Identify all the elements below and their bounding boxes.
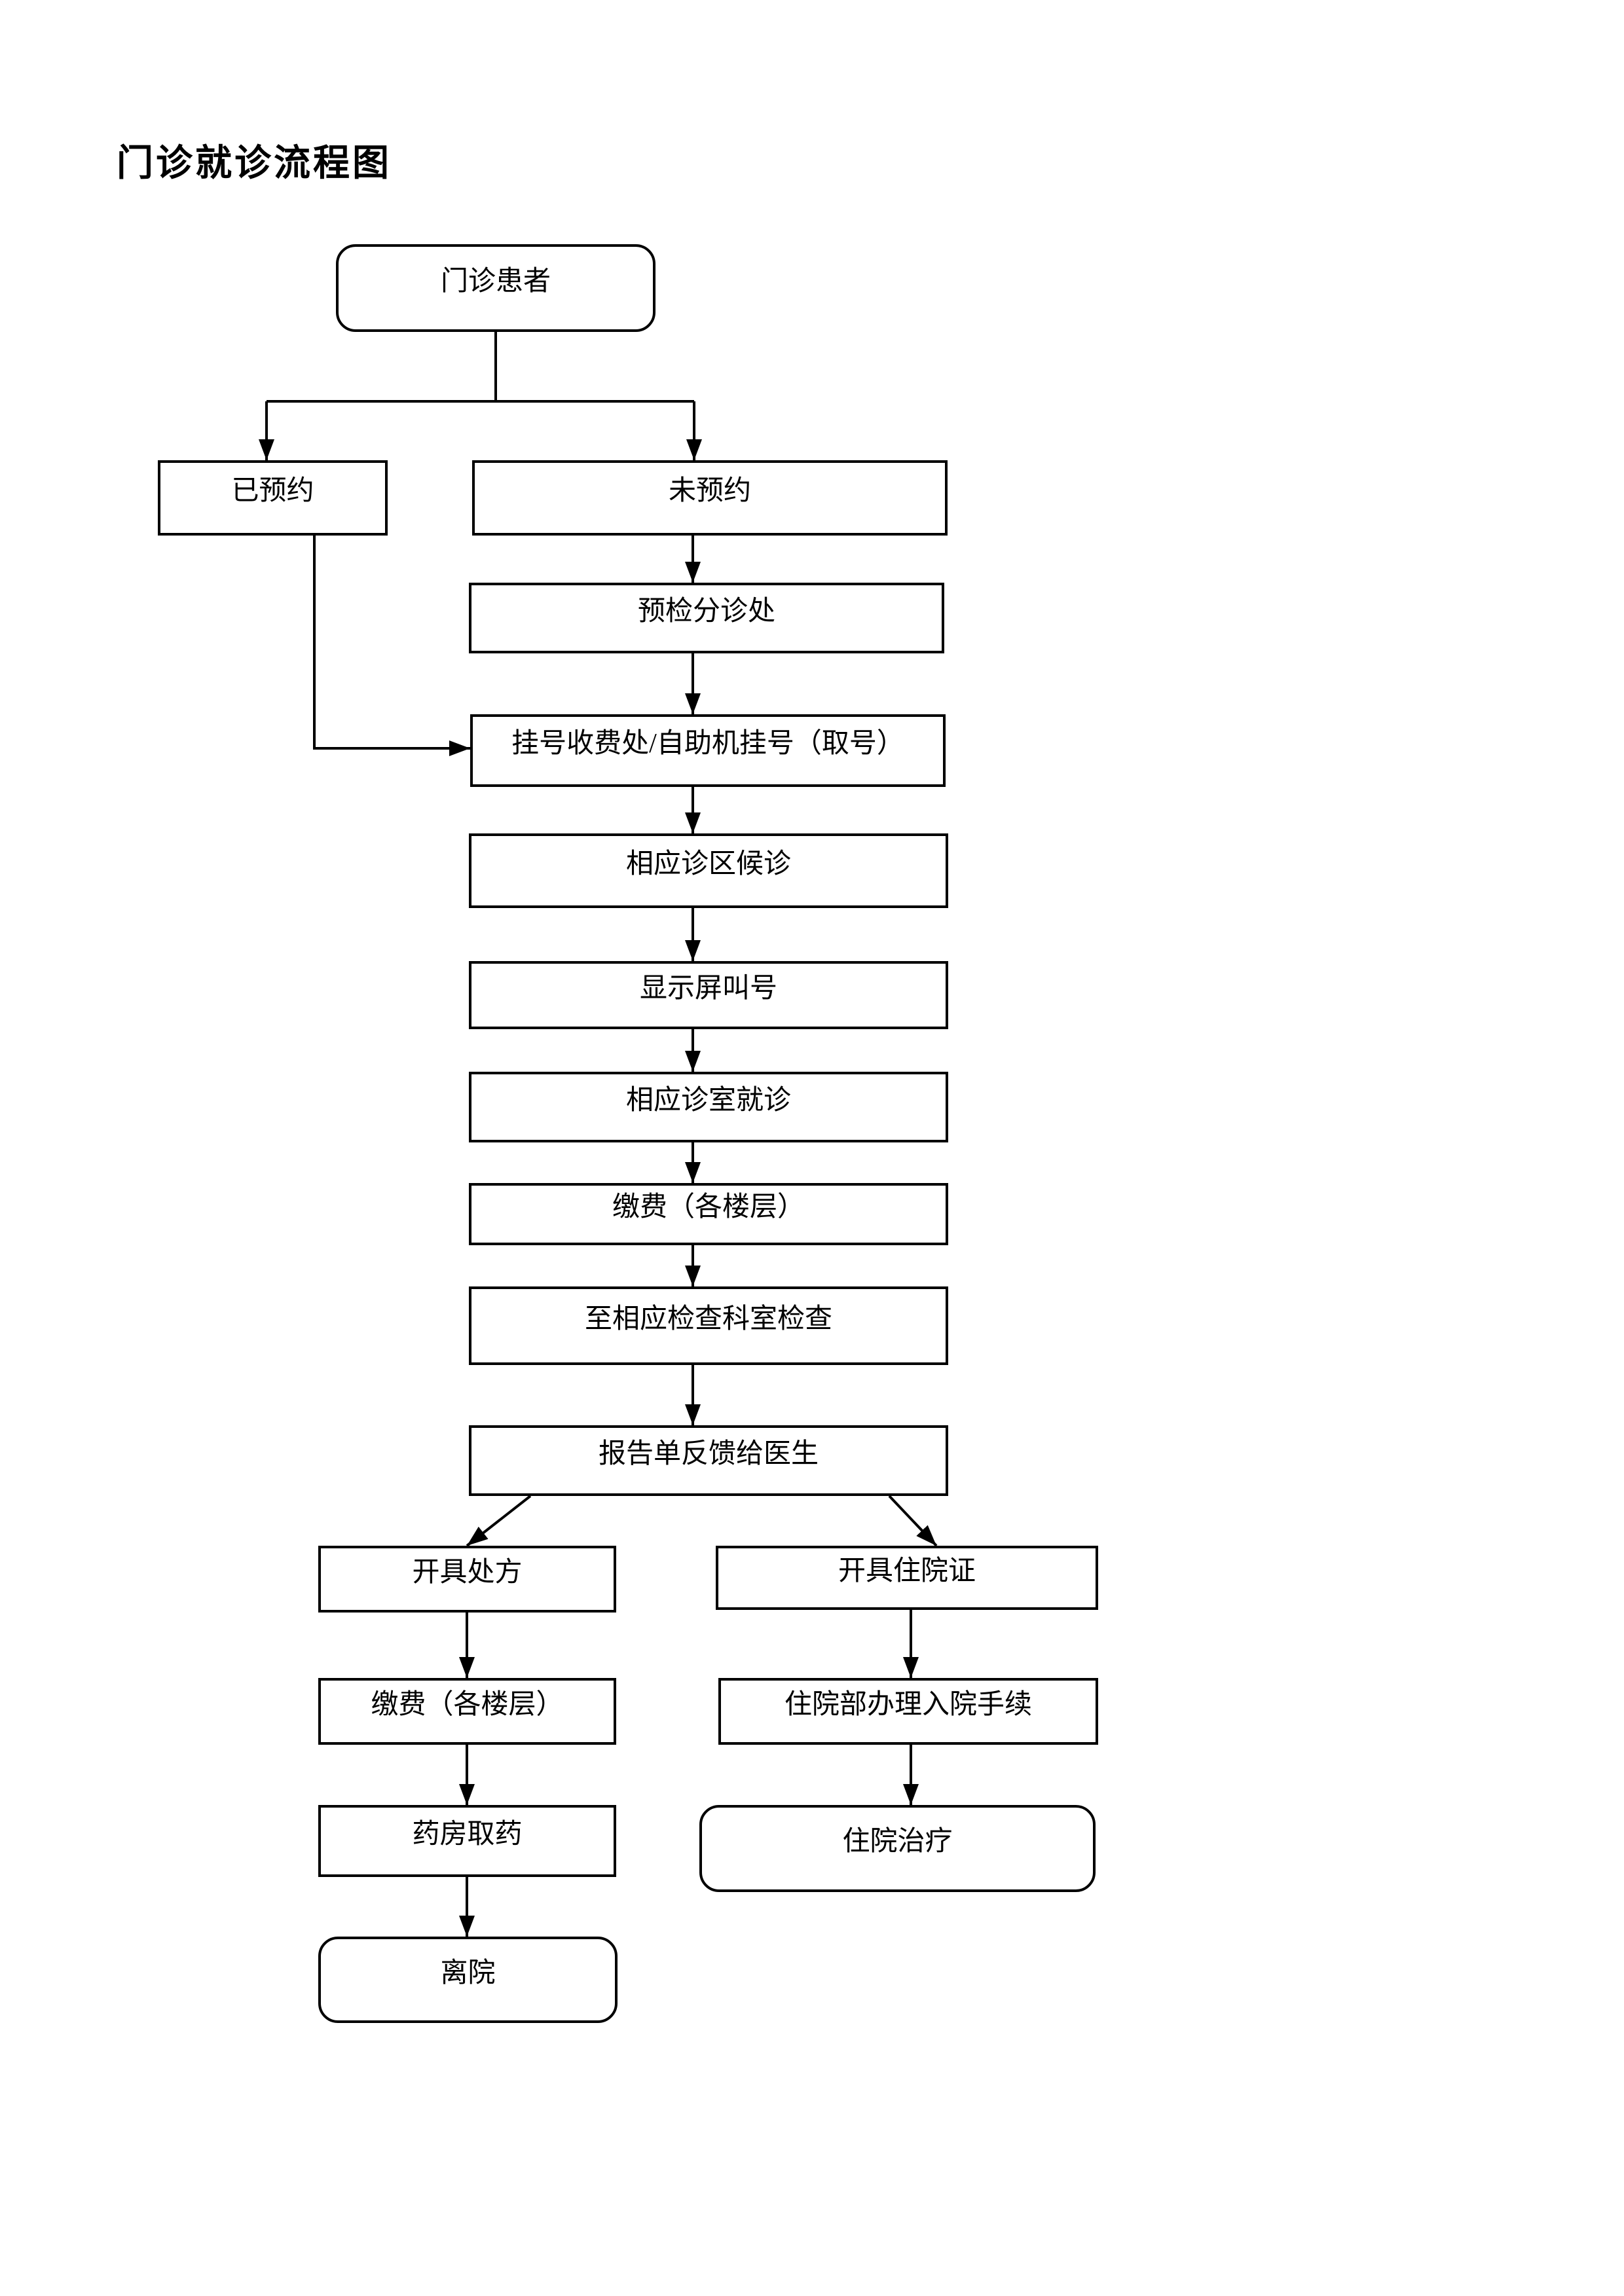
- node-discharge: 离院: [318, 1937, 618, 2023]
- node-prescription: 开具处方: [318, 1546, 616, 1613]
- node-consulting-room: 相应诊室就诊: [469, 1072, 948, 1142]
- node-pharmacy: 药房取药: [318, 1805, 616, 1877]
- node-reserved: 已预约: [158, 460, 388, 536]
- edge-reserved-to-registration: [313, 536, 470, 756]
- node-registration: 挂号收费处/自助机挂号（取号）: [470, 714, 946, 787]
- node-display-call: 显示屏叫号: [469, 961, 948, 1029]
- edge-report-to-prescription: [466, 1495, 532, 1547]
- node-waiting-area: 相应诊区候诊: [469, 833, 948, 908]
- node-examination: 至相应检查科室检查: [469, 1286, 948, 1365]
- node-not-reserved: 未预约: [472, 460, 948, 536]
- node-payment-floors-2: 缴费（各楼层）: [318, 1678, 616, 1745]
- node-report-feedback: 报告单反馈给医生: [469, 1425, 948, 1496]
- node-admission-procedure: 住院部办理入院手续: [718, 1678, 1098, 1745]
- page-title: 门诊就诊流程图: [117, 142, 392, 185]
- node-triage: 预检分诊处: [469, 583, 944, 653]
- node-inpatient-treatment: 住院治疗: [699, 1805, 1096, 1892]
- node-payment-floors-1: 缴费（各楼层）: [469, 1183, 948, 1245]
- edge-report-to-admission-cert: [888, 1495, 938, 1547]
- node-admission-certificate: 开具住院证: [716, 1546, 1098, 1610]
- node-outpatient: 门诊患者: [336, 244, 655, 332]
